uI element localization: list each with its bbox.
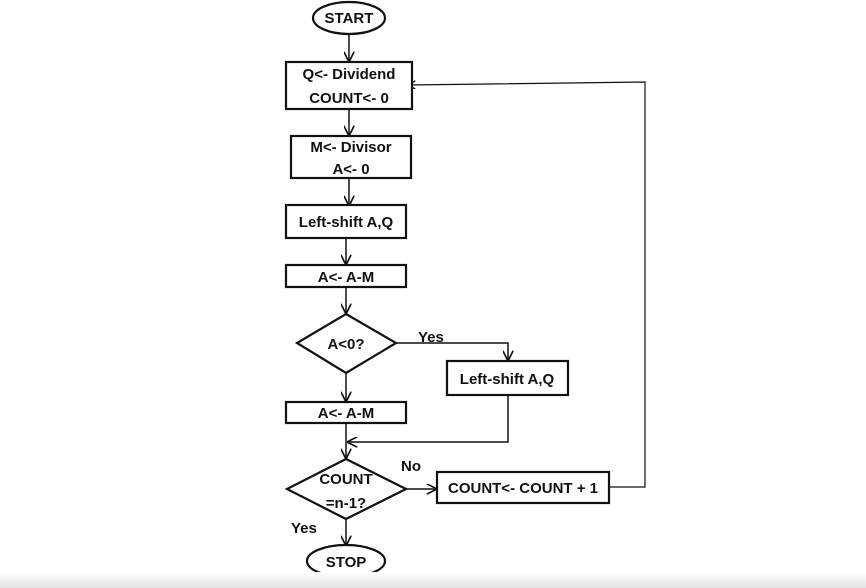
negative-decision-label: A<0? — [327, 336, 364, 353]
subtract2-node: A<- A-M — [284, 400, 408, 425]
edge-decision-yes-to-shift2 — [396, 342, 508, 360]
increment-node: COUNT<- COUNT + 1 — [435, 470, 611, 505]
shift2-node: Left-shift A,Q — [445, 359, 570, 397]
init-q-line2: COUNT<- 0 — [309, 90, 389, 107]
edge-shift2-to-merge — [348, 395, 509, 442]
subtract-label: A<- A-M — [318, 269, 375, 286]
start-label: START — [325, 10, 374, 27]
init-q-node: Q<- Dividend COUNT<- 0 — [284, 60, 414, 111]
start-node: START — [311, 0, 387, 36]
count-decision-line2: =n-1? — [326, 495, 366, 512]
shift-node: Left-shift A,Q — [284, 203, 408, 240]
count-decision-node: COUNT =n-1? — [284, 457, 409, 521]
negative-decision-node: A<0? — [294, 312, 399, 375]
shift2-label: Left-shift A,Q — [460, 371, 555, 388]
yes-label-count: Yes — [291, 520, 317, 537]
stop-label: STOP — [326, 554, 367, 571]
yes-label-negative: Yes — [418, 329, 444, 346]
init-m-node: M<- Divisor A<- 0 — [289, 134, 413, 180]
count-decision-line1: COUNT — [319, 471, 372, 488]
edge-increment-loop-back — [408, 82, 646, 488]
init-q-line1: Q<- Dividend — [303, 66, 396, 83]
increment-label: COUNT<- COUNT + 1 — [448, 480, 598, 497]
subtract-node: A<- A-M — [284, 263, 408, 289]
shift-label: Left-shift A,Q — [299, 214, 394, 231]
bottom-shadow-bar — [0, 572, 866, 588]
edges — [346, 34, 646, 545]
no-label-count: No — [401, 458, 421, 475]
init-m-line1: M<- Divisor — [310, 139, 391, 156]
init-m-line2: A<- 0 — [332, 161, 369, 178]
subtract2-label: A<- A-M — [318, 405, 375, 422]
